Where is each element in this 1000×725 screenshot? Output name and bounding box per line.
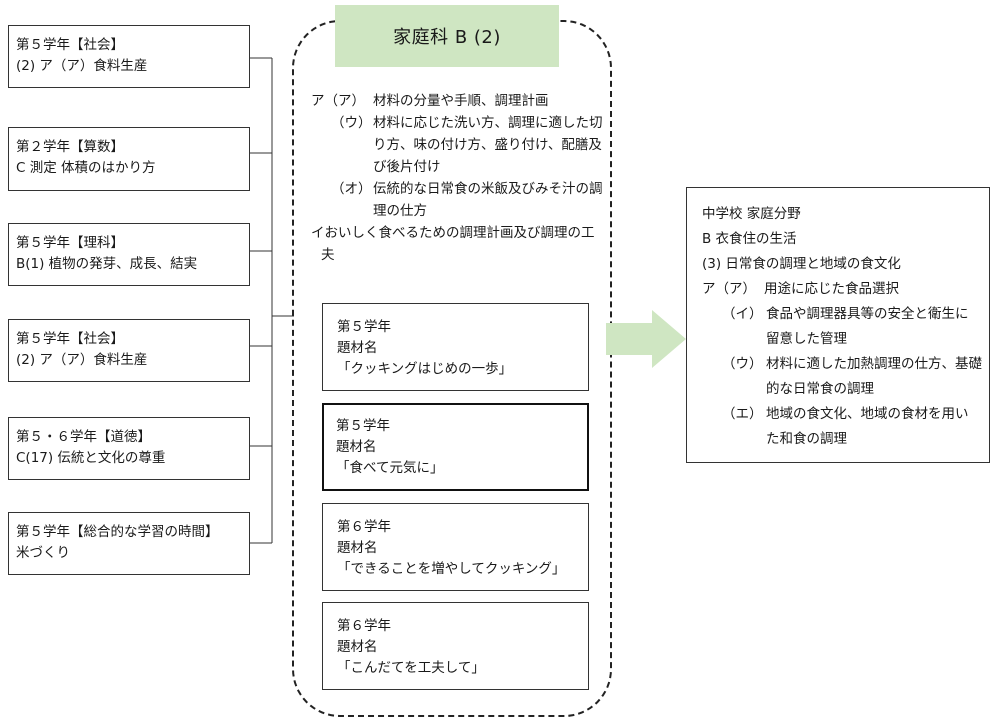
item-mark: （ウ） (331, 115, 372, 131)
item-text: イおいしく食べるための調理計画及び調理の工夫 (311, 225, 595, 263)
topic-grade: 第５学年 (336, 418, 390, 434)
item-mark: ア（ア） (702, 281, 756, 297)
topic-label: 題材名 (337, 639, 378, 655)
topic-box: 第６学年 題材名 「こんだてを工夫して」 (322, 602, 589, 690)
left-box-heading: 第５学年【社会】 (16, 331, 124, 347)
topic-title: 「できることを増やしてクッキング」 (337, 561, 566, 577)
item-text: 食品や調理器具等の安全と衛生に留意した管理 (766, 306, 969, 347)
topic-box: 第６学年 題材名 「できることを増やしてクッキング」 (322, 503, 589, 591)
left-box-detail: (2) ア（ア）食料生産 (16, 352, 148, 368)
item-mark: （ウ） (722, 356, 763, 372)
center-title: 家庭科 B (2) (335, 5, 559, 67)
junior-high-item: ア（ア） 用途に応じた食品選択 (702, 277, 989, 302)
topic-title: 「クッキングはじめの一歩」 (337, 361, 513, 377)
item-mark: （エ） (722, 406, 763, 422)
item-text: 用途に応じた食品選択 (764, 281, 899, 297)
topic-label: 題材名 (336, 439, 377, 455)
content-item: イおいしく食べるための調理計画及び調理の工夫 (311, 222, 606, 266)
content-item: （ウ） 材料に応じた洗い方、調理に適した切り方、味の付け方、盛り付け、配膳及び後… (311, 112, 606, 178)
item-text: 材料に適した加熱調理の仕方、基礎的な日常食の調理 (766, 356, 982, 397)
item-mark: （オ） (331, 181, 372, 197)
topic-grade: 第６学年 (337, 618, 391, 634)
left-box-heading: 第２学年【算数】 (16, 139, 124, 155)
center-content-list: ア（ア） 材料の分量や手順、調理計画 （ウ） 材料に応じた洗い方、調理に適した切… (311, 90, 606, 266)
left-box-heading: 第５学年【総合的な学習の時間】 (16, 524, 219, 540)
left-box-heading: 第５学年【社会】 (16, 37, 124, 53)
junior-high-item: （イ） 食品や調理器具等の安全と衛生に留意した管理 (702, 302, 989, 352)
left-box-moral-5-6: 第５・６学年【道徳】 C(17) 伝統と文化の尊重 (8, 417, 250, 480)
topic-grade: 第５学年 (337, 319, 391, 335)
junior-high-line: (3) 日常食の調理と地域の食文化 (702, 256, 901, 272)
left-box-detail: 米づくり (16, 545, 70, 561)
content-item: （オ） 伝統的な日常食の米飯及びみそ汁の調理の仕方 (311, 178, 606, 222)
junior-high-item: （ウ） 材料に適した加熱調理の仕方、基礎的な日常食の調理 (702, 352, 989, 402)
left-box-social-5b: 第５学年【社会】 (2) ア（ア）食料生産 (8, 319, 250, 382)
topic-box-highlighted: 第５学年 題材名 「食べて元気に」 (322, 403, 589, 491)
item-text: 地域の食文化、地域の食材を用いた和食の調理 (766, 406, 969, 447)
junior-high-line: B 衣食住の生活 (702, 231, 797, 247)
junior-high-line: 中学校 家庭分野 (702, 206, 801, 222)
left-box-detail: (2) ア（ア）食料生産 (16, 58, 148, 74)
content-item: ア（ア） 材料の分量や手順、調理計画 (311, 90, 606, 112)
left-box-math-2: 第２学年【算数】 C 測定 体積のはかり方 (8, 127, 250, 191)
left-box-integrated-5: 第５学年【総合的な学習の時間】 米づくり (8, 512, 250, 575)
item-mark: ア（ア） (311, 93, 365, 109)
junior-high-box: 中学校 家庭分野 B 衣食住の生活 (3) 日常食の調理と地域の食文化 ア（ア）… (686, 187, 990, 463)
item-text: 材料に応じた洗い方、調理に適した切り方、味の付け方、盛り付け、配膳及び後片付け (373, 115, 603, 175)
left-box-detail: B(1) 植物の発芽、成長、結実 (16, 256, 198, 272)
item-text: 伝統的な日常食の米飯及びみそ汁の調理の仕方 (373, 181, 603, 219)
topic-box: 第５学年 題材名 「クッキングはじめの一歩」 (322, 303, 589, 391)
topic-grade: 第６学年 (337, 519, 391, 535)
left-box-science-5: 第５学年【理科】 B(1) 植物の発芽、成長、結実 (8, 223, 250, 286)
item-text: 材料の分量や手順、調理計画 (373, 93, 549, 109)
topic-title: 「こんだてを工夫して」 (337, 660, 485, 676)
right-arrow-icon (606, 310, 686, 368)
topic-title: 「食べて元気に」 (336, 460, 444, 476)
topic-label: 題材名 (337, 340, 378, 356)
left-box-social-5: 第５学年【社会】 (2) ア（ア）食料生産 (8, 25, 250, 88)
left-box-heading: 第５・６学年【道徳】 (16, 429, 151, 445)
topic-label: 題材名 (337, 540, 378, 556)
left-box-detail: C(17) 伝統と文化の尊重 (16, 450, 166, 466)
junior-high-item: （エ） 地域の食文化、地域の食材を用いた和食の調理 (702, 402, 989, 452)
left-box-detail: C 測定 体積のはかり方 (16, 160, 156, 176)
item-mark: （イ） (722, 306, 763, 322)
left-box-heading: 第５学年【理科】 (16, 235, 124, 251)
